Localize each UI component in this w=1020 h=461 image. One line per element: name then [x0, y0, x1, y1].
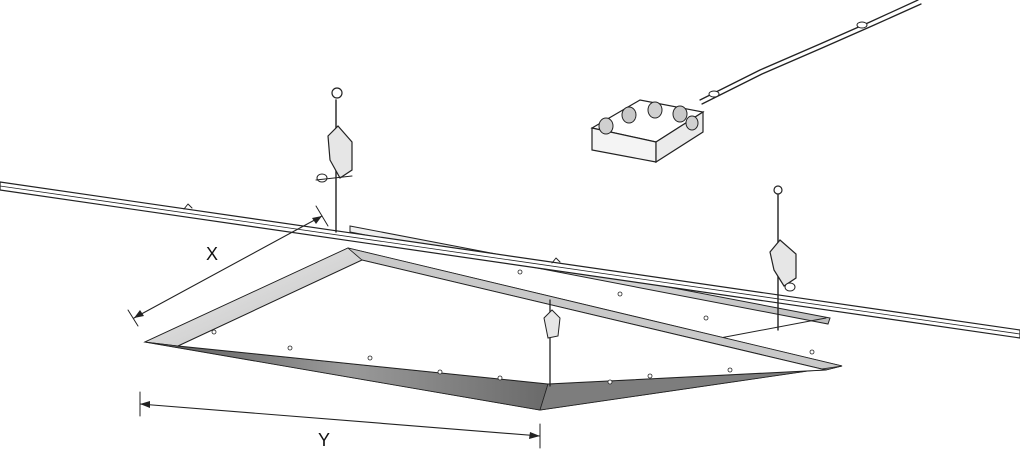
- dimension-y-label: Y: [318, 430, 330, 450]
- ceiling-rail: [0, 181, 1020, 339]
- dimension-x: X: [127, 205, 329, 327]
- dimension-x-label: X: [206, 244, 218, 264]
- suspension-hanger-right: [769, 185, 797, 331]
- suspension-hanger-left: [315, 87, 353, 233]
- junction-box: [590, 99, 705, 164]
- suspension-hanger-center: [543, 299, 561, 387]
- dimension-y: Y: [139, 391, 541, 450]
- mounting-frame: [143, 247, 843, 411]
- power-cable: [699, 0, 922, 105]
